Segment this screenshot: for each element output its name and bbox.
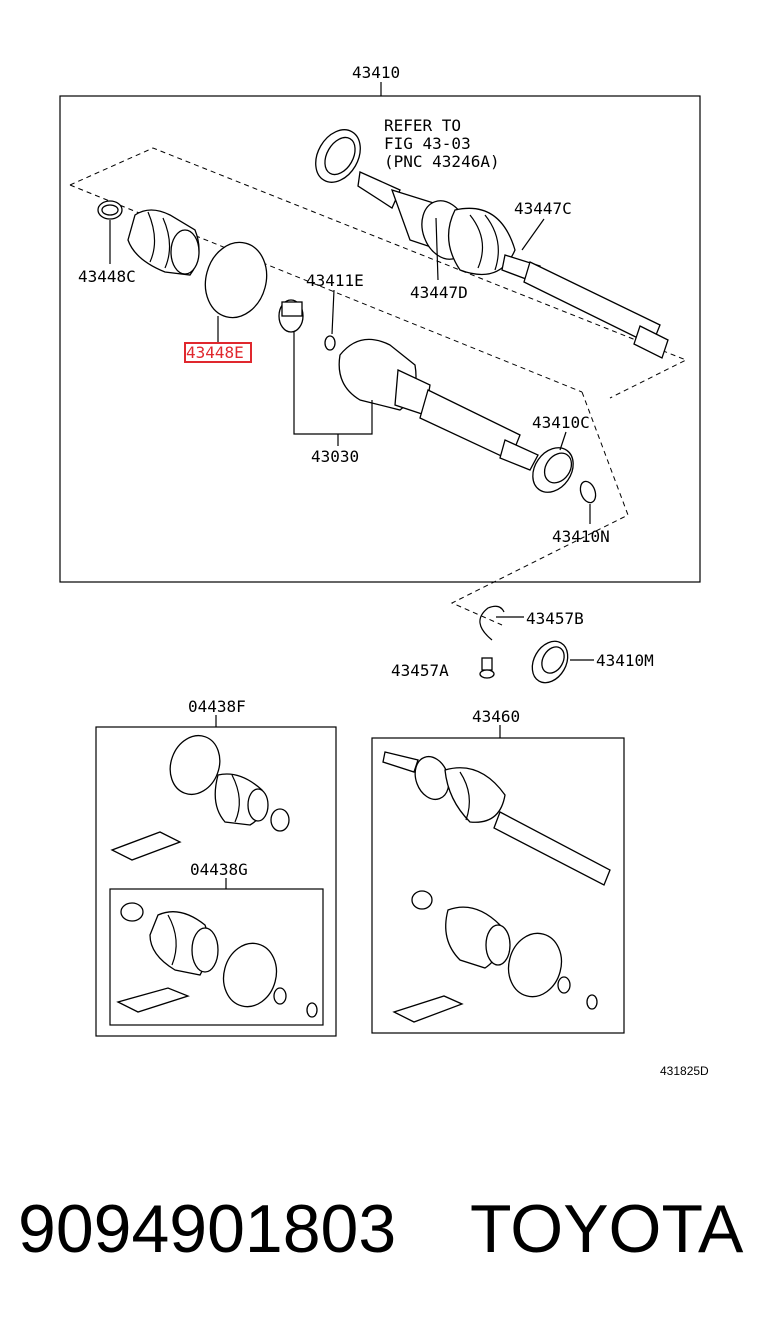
inner-boot xyxy=(127,209,200,276)
label-43410N[interactable]: 43410N xyxy=(552,527,610,546)
label-04438G[interactable]: 04438G xyxy=(190,860,248,879)
brand-name: TOYOTA xyxy=(470,1191,744,1267)
kit-box-04438F xyxy=(95,726,337,1037)
label-43410[interactable]: 43410 xyxy=(352,63,400,82)
refer-line-2: FIG 43-03 xyxy=(384,134,471,153)
kit-04438G-parts xyxy=(116,902,318,1018)
label-43457B[interactable]: 43457B xyxy=(526,609,584,628)
kit-box-04438G xyxy=(109,888,324,1026)
label-43411E[interactable]: 43411E xyxy=(306,271,364,290)
kit-04438F-parts xyxy=(110,734,290,861)
seal-43410M xyxy=(531,640,569,684)
bearing-43410C xyxy=(532,447,574,493)
refer-line-3: (PNC 43246A) xyxy=(384,152,500,171)
band-43448E xyxy=(204,241,268,319)
inner-housing-shaft xyxy=(338,338,539,471)
label-43457A[interactable]: 43457A xyxy=(391,661,449,680)
label-43460[interactable]: 43460 xyxy=(472,707,520,726)
label-43448E[interactable]: 43448E xyxy=(186,343,244,362)
label-43447D[interactable]: 43447D xyxy=(410,283,468,302)
assy-43460-parts xyxy=(382,751,611,1023)
clamp-43448C xyxy=(97,200,123,220)
label-43448C[interactable]: 43448C xyxy=(78,267,136,286)
snap-ring-43410N xyxy=(579,480,597,504)
outer-drive-shaft xyxy=(357,171,669,359)
part-number: 9094901803 xyxy=(18,1191,397,1267)
label-43410C[interactable]: 43410C xyxy=(532,413,590,432)
label-43030[interactable]: 43030 xyxy=(311,447,359,466)
label-43447C[interactable]: 43447C xyxy=(514,199,572,218)
figure-code: 431825D xyxy=(660,1064,709,1078)
bolt-43457A xyxy=(479,657,495,679)
assembly-box-43460 xyxy=(371,737,625,1034)
tripod-joint xyxy=(278,299,336,351)
assembly-box-43410 xyxy=(59,95,701,583)
refer-line-1: REFER TO xyxy=(384,116,461,135)
label-04438F[interactable]: 04438F xyxy=(188,697,246,716)
highlight-box-43448E xyxy=(184,342,252,363)
seal-ring-refer xyxy=(315,129,361,183)
snap-ring-43457B xyxy=(479,605,505,641)
label-43410M[interactable]: 43410M xyxy=(596,651,654,670)
